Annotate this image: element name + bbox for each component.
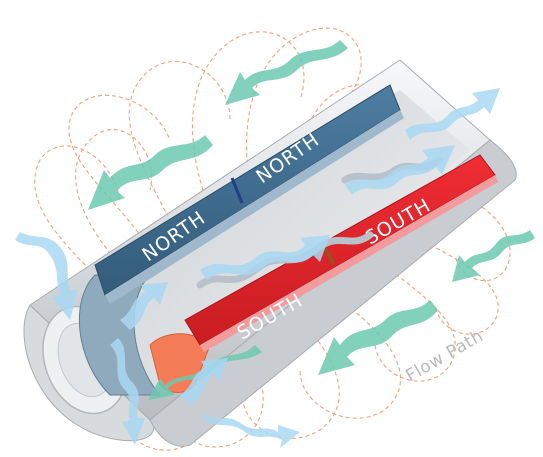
- flow-path-label: Flow Path: [403, 326, 488, 386]
- north-magnet-strip: [94, 84, 404, 304]
- light-blue-wavy-arrow-icon: [15, 232, 78, 320]
- south-magnet-strip: [184, 154, 498, 352]
- light-blue-wavy-arrow-icon: [345, 145, 455, 195]
- teal-wavy-arrow-icon: [452, 230, 535, 282]
- light-blue-wavy-arrow-icon: [200, 235, 330, 280]
- light-blue-wavy-arrow-icon: [120, 282, 168, 330]
- outgoing-flow-arrows: [15, 88, 500, 448]
- teal-wavy-arrow-icon: [88, 135, 213, 210]
- teal-wavy-arrow-icon: [318, 300, 438, 375]
- teal-wavy-arrow-icon: [225, 40, 348, 105]
- light-blue-wavy-arrow-icon: [110, 338, 145, 445]
- light-blue-wavy-arrow-icon: [180, 358, 228, 405]
- light-blue-wavy-arrow-icon: [405, 88, 500, 140]
- light-blue-wavy-arrow-icon: [200, 412, 300, 448]
